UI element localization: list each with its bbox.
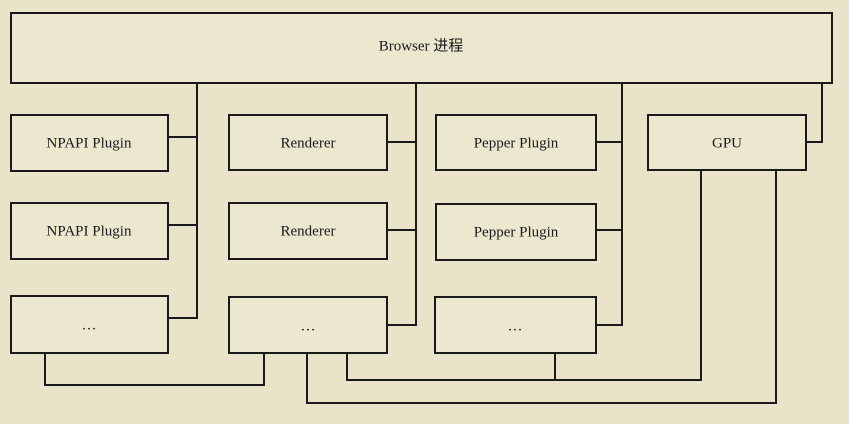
npapi-plugin-label-2: NPAPI Plugin [47,223,132,239]
renderer-label-2: Renderer [281,223,336,239]
pepper-more-connector [596,230,623,326]
pepper-plugin-label-more: … [508,318,523,334]
npapi-plugin-label-1: NPAPI Plugin [47,135,132,151]
renderer-node-2: Renderer [228,202,388,260]
pepper-plugin-label-2: Pepper Plugin [474,224,559,240]
pepper-plugin-node-more: … [434,296,597,354]
pepper-to-browser-connector [596,83,623,143]
pepper-plugin-node-2: Pepper Plugin [435,203,597,261]
pepper-plugin-box-1 [435,114,597,171]
npapi-plugin-box-1 [10,114,169,172]
renderer-gpu-bottom-link [306,170,777,404]
renderer-bus-connector [387,142,417,231]
renderer-to-browser-connector [387,83,417,143]
renderer-node-more: … [228,296,388,354]
renderer-box-1 [228,114,388,171]
npapi-plugin-box-2 [10,202,169,260]
npapi-plugin-node-1: NPAPI Plugin [10,114,169,172]
browser-process-label: Browser 进程 [379,37,464,54]
renderer-label-1: Renderer [281,135,336,151]
npapi-plugin-box-more [10,295,169,354]
npapi-plugin-node-more: … [10,295,169,354]
npapi-bus-connector [168,137,198,226]
renderer-node-1: Renderer [228,114,388,171]
pepper-gpu-bottom-link [554,170,702,381]
npapi-more-connector [168,225,198,319]
npapi-renderer-bottom-link [44,353,265,386]
npapi-plugin-label-more: … [82,317,97,333]
browser-process-node: Browser 进程 [10,12,833,84]
pepper-plugin-node-1: Pepper Plugin [435,114,597,171]
npapi-to-browser-connector [168,83,198,138]
renderer-pepper-bottom-link [346,353,556,381]
renderer-label-more: … [301,318,316,334]
pepper-bus-connector [596,142,623,231]
pepper-plugin-label-1: Pepper Plugin [474,135,559,151]
pepper-plugin-box-more [434,296,597,354]
npapi-plugin-node-2: NPAPI Plugin [10,202,169,260]
gpu-node: GPU [647,114,807,171]
gpu-label: GPU [712,135,742,151]
browser-process-box [10,12,833,84]
gpu-to-browser-connector [806,83,823,143]
pepper-plugin-box-2 [435,203,597,261]
renderer-box-2 [228,202,388,260]
renderer-more-connector [387,230,417,326]
